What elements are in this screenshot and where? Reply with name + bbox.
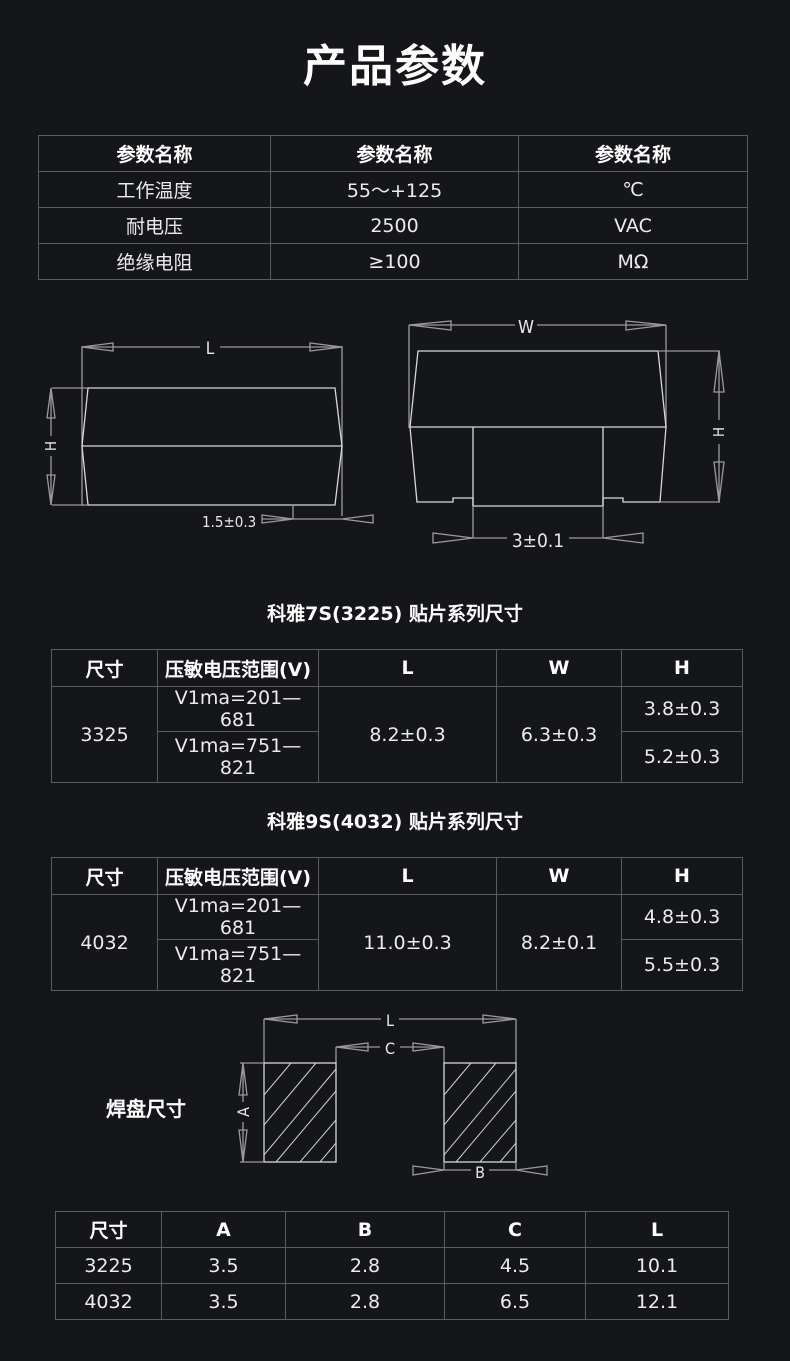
table-row: V1ma=751—821 5.2±0.3 xyxy=(52,731,743,783)
dim-label-H-front: H xyxy=(710,427,728,437)
header-cell: C xyxy=(444,1211,586,1248)
table-row: 4032 V1ma=201—681 11.0±0.3 8.2±0.1 4.8±0… xyxy=(51,894,743,991)
table-row: 工作温度 55～+125 ℃ xyxy=(38,171,748,208)
table-row: 4032 3.5 2.8 6.5 12.1 xyxy=(55,1283,729,1320)
table-row: 耐电压 2500 VAC xyxy=(38,207,748,244)
W-cell: 8.2±0.1 xyxy=(496,894,622,991)
header-cell: 尺寸 xyxy=(55,1211,162,1248)
H-cell: 3.8±0.3 xyxy=(621,686,743,732)
header-cell: 尺寸 xyxy=(51,649,158,687)
header-cell: 参数名称 xyxy=(270,135,519,172)
series-9s-table: 尺寸 压敏电压范围(V) L W H 4032 V1ma=201—681 11.… xyxy=(51,857,743,991)
param-unit: VAC xyxy=(518,207,748,244)
param-name: 绝缘电阻 xyxy=(38,243,271,280)
header-cell: 压敏电压范围(V) xyxy=(157,857,319,895)
cell: 12.1 xyxy=(585,1283,729,1320)
pad-label-B: B xyxy=(475,1163,485,1182)
cell: 4032 xyxy=(55,1283,162,1320)
voltage-range-cell: V1ma=751—821 xyxy=(157,939,319,991)
pad-label-C: C xyxy=(385,1039,395,1058)
table-row: 3225 3.5 2.8 4.5 10.1 xyxy=(55,1247,729,1284)
param-name: 耐电压 xyxy=(38,207,271,244)
pad-label-A: A xyxy=(234,1107,253,1117)
table-header-row: 尺寸 压敏电压范围(V) L W H xyxy=(51,857,743,895)
table-header-row: 参数名称 参数名称 参数名称 xyxy=(38,135,748,172)
series-9s-title: 科雅9S(4032) 贴片系列尺寸 xyxy=(267,811,523,833)
header-cell: 参数名称 xyxy=(518,135,748,172)
header-cell: H xyxy=(621,857,743,895)
params-table: 参数名称 参数名称 参数名称 工作温度 55～+125 ℃ 耐电压 2500 V… xyxy=(38,135,748,280)
table-row: 3325 V1ma=201—681 8.2±0.3 6.3±0.3 3.8±0.… xyxy=(51,686,743,783)
page-title: 产品参数 xyxy=(303,41,487,92)
dim-label-L: L xyxy=(206,339,215,359)
front-view-diagram xyxy=(408,320,725,544)
header-cell: L xyxy=(585,1211,729,1248)
dim-label-bottom: 3±0.1 xyxy=(512,530,564,552)
W-cell: 6.3±0.3 xyxy=(496,686,622,783)
header-cell: H xyxy=(621,649,743,687)
cell: 3.5 xyxy=(161,1247,286,1284)
series-7s-title: 科雅7S(3225) 贴片系列尺寸 xyxy=(267,603,523,625)
header-cell: 参数名称 xyxy=(38,135,271,172)
cell: 6.5 xyxy=(444,1283,586,1320)
table-row: V1ma=751—821 5.5±0.3 xyxy=(52,939,743,991)
H-cell: 5.2±0.3 xyxy=(621,731,743,783)
table-row: 绝缘电阻 ≥100 MΩ xyxy=(38,243,748,280)
dim-label-terminal: 1.5±0.3 xyxy=(202,513,256,531)
header-cell: W xyxy=(496,857,622,895)
cell: 3225 xyxy=(55,1247,162,1284)
dim-label-W: W xyxy=(518,317,534,338)
param-value: 55～+125 xyxy=(270,171,519,208)
size-cell: 3325 xyxy=(51,686,158,783)
header-cell: L xyxy=(318,857,497,895)
cell: 4.5 xyxy=(444,1247,586,1284)
cell: 3.5 xyxy=(161,1283,286,1320)
header-cell: B xyxy=(285,1211,445,1248)
table-header-row: 尺寸 A B C L xyxy=(55,1211,729,1248)
header-cell: 尺寸 xyxy=(51,857,158,895)
table-header-row: 尺寸 压敏电压范围(V) L W H xyxy=(51,649,743,687)
cell: 2.8 xyxy=(285,1283,445,1320)
header-cell: 压敏电压范围(V) xyxy=(157,649,319,687)
pad-label-L: L xyxy=(386,1011,394,1030)
param-unit: MΩ xyxy=(518,243,748,280)
pad-size-label: 焊盘尺寸 xyxy=(106,1097,186,1121)
voltage-range-cell: V1ma=751—821 xyxy=(157,731,319,783)
param-value: ≥100 xyxy=(270,243,519,280)
H-cell: 5.5±0.3 xyxy=(621,939,743,991)
header-cell: W xyxy=(496,649,622,687)
pad-size-table: 尺寸 A B C L 3225 3.5 2.8 4.5 10.1 4032 3.… xyxy=(55,1211,729,1320)
voltage-range-cell: V1ma=201—681 xyxy=(157,894,319,940)
cell: 10.1 xyxy=(585,1247,729,1284)
L-cell: 11.0±0.3 xyxy=(318,894,497,991)
param-unit: ℃ xyxy=(518,171,748,208)
H-cell: 4.8±0.3 xyxy=(621,894,743,940)
dim-label-H-side: H xyxy=(42,441,60,451)
cell: 2.8 xyxy=(285,1247,445,1284)
header-cell: L xyxy=(318,649,497,687)
header-cell: A xyxy=(161,1211,286,1248)
size-cell: 4032 xyxy=(51,894,158,991)
L-cell: 8.2±0.3 xyxy=(318,686,497,783)
voltage-range-cell: V1ma=201—681 xyxy=(157,686,319,732)
side-view-diagram xyxy=(46,342,374,524)
series-7s-table: 尺寸 压敏电压范围(V) L W H 3325 V1ma=201—681 8.2… xyxy=(51,649,743,783)
